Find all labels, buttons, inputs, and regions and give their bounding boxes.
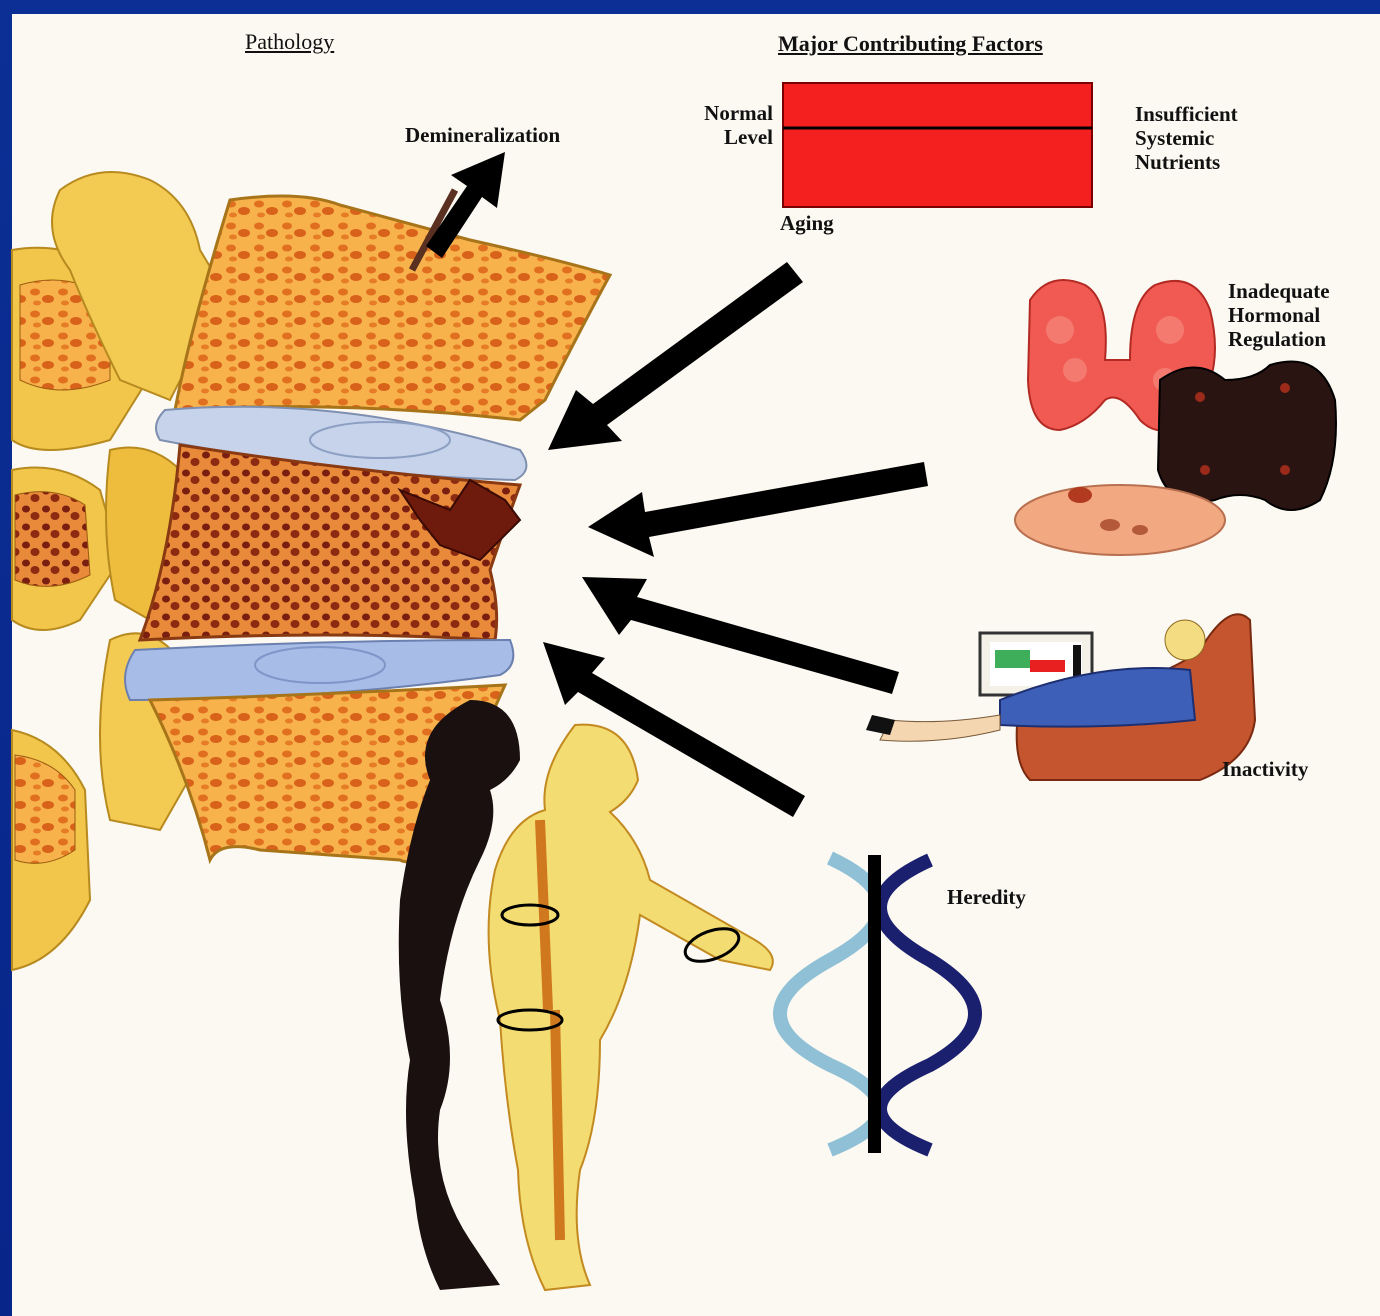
demineralization-label: Demineralization — [405, 123, 560, 147]
inactivity-label: Inactivity — [1222, 757, 1308, 781]
hormonal-line-3: Regulation — [1228, 327, 1330, 351]
dna-helix-icon — [780, 855, 975, 1153]
heredity-label: Heredity — [947, 885, 1026, 909]
normal-level-label: Normal Level — [672, 101, 773, 149]
hormonal-line-1: Inadequate — [1228, 279, 1330, 303]
aging-level-box — [783, 83, 1092, 207]
nutrients-line-3: Nutrients — [1135, 150, 1238, 174]
normal-level-line-1: Normal — [672, 101, 773, 125]
hormonal-regulation-label: Inadequate Hormonal Regulation — [1228, 279, 1330, 351]
silhouette-skeleton-icon — [399, 700, 773, 1290]
pancreas-icon — [1015, 485, 1225, 555]
inactivity-arrow — [582, 577, 899, 694]
reclining-woman-tv-icon — [866, 614, 1255, 780]
normal-level-line-2: Level — [672, 125, 773, 149]
insufficient-nutrients-label: Insufficient Systemic Nutrients — [1135, 102, 1238, 174]
nutrients-line-2: Systemic — [1135, 126, 1238, 150]
hormonal-line-2: Hormonal — [1228, 303, 1330, 327]
adrenal-gland-icon — [1158, 362, 1336, 510]
pathology-heading: Pathology — [245, 30, 334, 54]
hormonal-arrow — [588, 462, 928, 557]
aging-label: Aging — [780, 211, 834, 235]
nutrients-line-1: Insufficient — [1135, 102, 1238, 126]
major-factors-heading: Major Contributing Factors — [778, 32, 1043, 56]
